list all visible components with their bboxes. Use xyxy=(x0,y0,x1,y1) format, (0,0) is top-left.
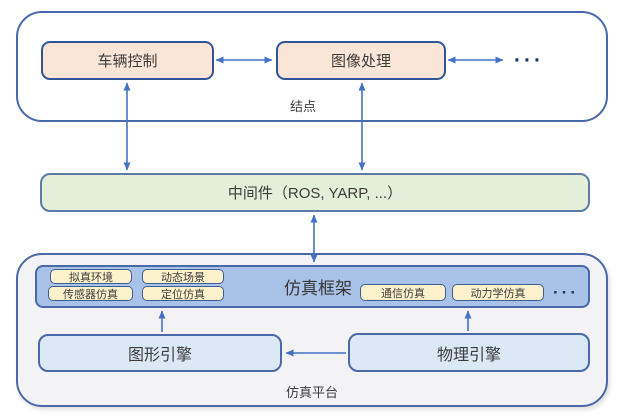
engine-box-physics: 物理引擎 xyxy=(348,333,590,372)
module-box-localization-simulation: 定位仿真 xyxy=(142,286,224,301)
simulation-platform-label: 仿真平台 xyxy=(285,385,338,400)
simulation-framework-label: 仿真框架 xyxy=(284,279,352,298)
module-box-realistic-environment: 拟真环境 xyxy=(50,269,132,284)
graphics-engine-label: 图形引擎 xyxy=(127,347,192,364)
middleware-label: 中间件（ROS, YARP, ...） xyxy=(227,185,403,202)
module-box-dynamics-simulation: 动力学仿真 xyxy=(452,284,544,301)
more-modules-ellipsis: ··· xyxy=(553,282,579,302)
more-nodes-ellipsis: ··· xyxy=(514,48,544,72)
node-box-image-processing: 图像处理 xyxy=(276,41,446,80)
module-box-dynamic-scene: 动态场景 xyxy=(142,269,224,284)
node-box-vehicle-control: 车辆控制 xyxy=(41,41,214,80)
engine-box-graphics: 图形引擎 xyxy=(38,334,282,372)
vehicle-control-label: 车辆控制 xyxy=(97,53,158,70)
physics-engine-label: 物理引擎 xyxy=(436,346,501,364)
middleware-bar: 中间件（ROS, YARP, ...） xyxy=(40,173,590,212)
module-box-sensor-simulation: 传感器仿真 xyxy=(48,286,133,301)
nodes-group-label: 结点 xyxy=(289,99,316,114)
module-box-communication-simulation: 通信仿真 xyxy=(360,284,446,301)
image-processing-label: 图像处理 xyxy=(330,53,391,70)
